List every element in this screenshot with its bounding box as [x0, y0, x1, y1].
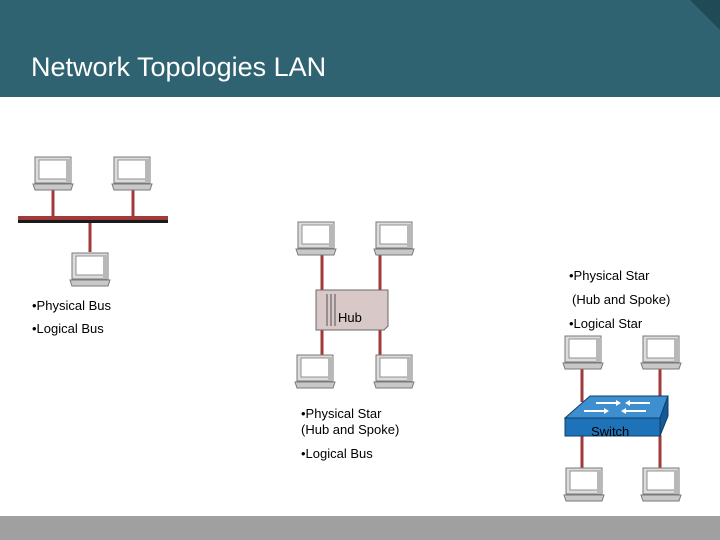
- switch-icon: [563, 395, 669, 437]
- title-bar: Network Topologies LAN: [0, 0, 720, 97]
- hub-logical-text: •Logical Bus: [301, 446, 373, 461]
- bus-cables: [51, 190, 135, 252]
- bus-topology: [18, 156, 168, 287]
- computer-icon: [294, 354, 336, 389]
- computer-icon: [69, 252, 111, 287]
- bus-physical-text: •Physical Bus: [32, 298, 111, 313]
- switch-label: Switch: [591, 424, 630, 439]
- computer-icon: [640, 335, 682, 370]
- bus-logical-text: •Logical Bus: [32, 321, 104, 336]
- switch-topology: [562, 335, 682, 502]
- computer-icon: [640, 467, 682, 502]
- computer-icon: [111, 156, 153, 191]
- computer-icon: [373, 354, 415, 389]
- switch-spoke-text: (Hub and Spoke): [572, 292, 671, 307]
- slide-title: Network Topologies LAN: [31, 52, 327, 82]
- bus-backbone: [18, 216, 168, 223]
- corner-decoration: [690, 0, 720, 30]
- hub-topology: [294, 221, 415, 389]
- hub-label: Hub: [338, 310, 362, 325]
- hub-physical-text: •Physical Star: [301, 406, 382, 421]
- computer-icon: [32, 156, 74, 191]
- computer-icon: [373, 221, 415, 256]
- switch-logical-text: •Logical Star: [569, 316, 643, 331]
- hub-spoke-text: (Hub and Spoke): [301, 422, 400, 437]
- hub-cables: [320, 255, 382, 356]
- computer-icon: [562, 335, 604, 370]
- computer-icon: [563, 467, 605, 502]
- topology-diagram: [18, 156, 682, 502]
- computer-icon: [295, 221, 337, 256]
- switch-physical-text: •Physical Star: [569, 268, 650, 283]
- footer-bar: [0, 516, 720, 540]
- hub-icon: [315, 289, 389, 331]
